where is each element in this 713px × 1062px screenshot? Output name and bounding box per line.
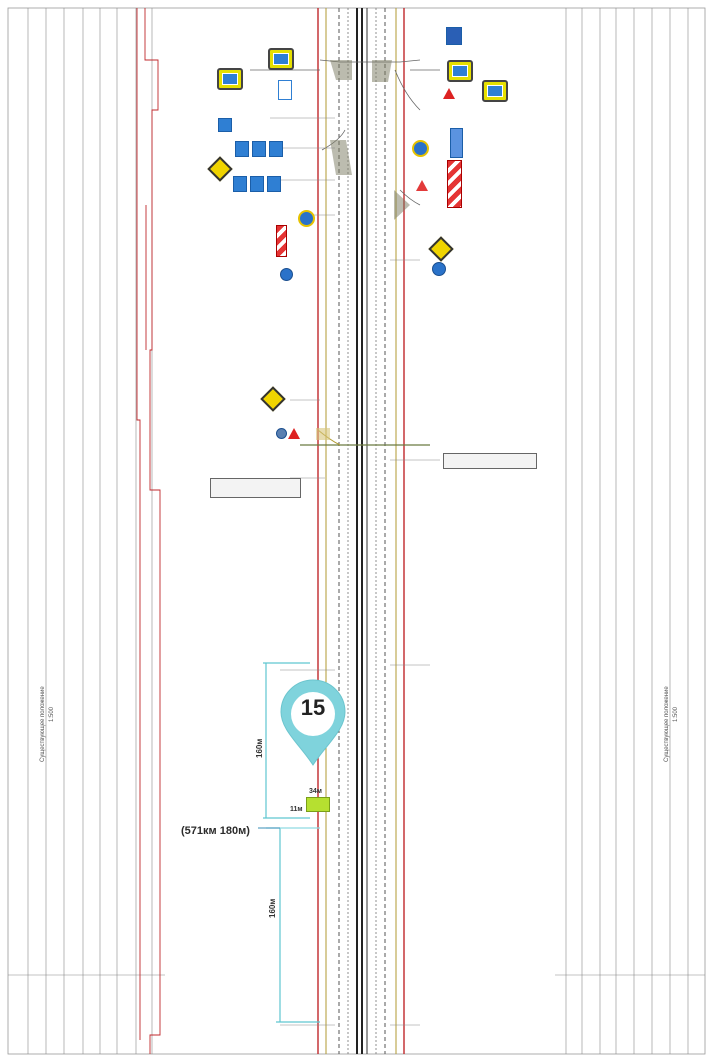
blue-square-sign-icon bbox=[252, 141, 266, 157]
road-edges bbox=[317, 8, 405, 1054]
left-margin-table bbox=[8, 8, 165, 1054]
width-label: 11м bbox=[290, 806, 303, 813]
blue-square-sign-icon bbox=[233, 176, 247, 192]
dimension-upper: 160м bbox=[255, 738, 264, 758]
left-margin-scale: 1:500 bbox=[49, 706, 55, 722]
blue-square-sign-icon bbox=[267, 176, 281, 192]
blue-square-sign-icon bbox=[250, 176, 264, 192]
hatched-barrier-icon bbox=[276, 225, 287, 257]
marker-number: 15 bbox=[300, 695, 326, 720]
position-label: (571км 180м) bbox=[181, 825, 250, 837]
blue-square-sign-icon bbox=[447, 60, 473, 82]
info-plate-left bbox=[210, 478, 301, 498]
round-blue-sign-icon bbox=[432, 262, 446, 276]
round-blue-sign-icon bbox=[276, 428, 287, 439]
left-margin-title: Существующее положение bbox=[40, 686, 46, 762]
highlight-block bbox=[306, 797, 330, 812]
warning-triangle-icon bbox=[416, 180, 428, 191]
dimension-lower: 160м bbox=[268, 898, 277, 918]
hatched-barrier-icon bbox=[447, 160, 462, 208]
round-blue-sign-icon bbox=[412, 140, 429, 157]
right-margin-title: Существующее положение bbox=[664, 686, 670, 762]
round-blue-sign-icon bbox=[298, 210, 315, 227]
location-pin-icon bbox=[280, 679, 346, 766]
blue-square-sign-icon bbox=[278, 80, 292, 100]
blue-square-sign-icon bbox=[450, 128, 463, 158]
blue-square-sign-icon bbox=[217, 68, 243, 90]
round-blue-sign-icon bbox=[280, 268, 293, 281]
island-shapes bbox=[330, 60, 410, 220]
info-plate-right bbox=[443, 453, 537, 469]
left-profile-lines bbox=[136, 8, 161, 1054]
blue-square-sign-icon bbox=[268, 48, 294, 70]
right-margin-scale: 1:500 bbox=[673, 706, 679, 722]
right-margin-table bbox=[555, 8, 705, 1054]
blue-square-sign-icon bbox=[235, 141, 249, 157]
leader-lines bbox=[270, 117, 440, 1026]
blue-square-sign-icon bbox=[218, 118, 232, 132]
length-label: 34м bbox=[309, 788, 322, 795]
carriageway bbox=[338, 8, 386, 1054]
warning-triangle-icon bbox=[288, 428, 300, 439]
blue-square-sign-icon bbox=[446, 27, 462, 45]
cross-section-lines bbox=[300, 428, 430, 446]
blue-square-sign-icon bbox=[269, 141, 283, 157]
warning-triangle-icon bbox=[443, 88, 455, 99]
blue-square-sign-icon bbox=[482, 80, 508, 102]
